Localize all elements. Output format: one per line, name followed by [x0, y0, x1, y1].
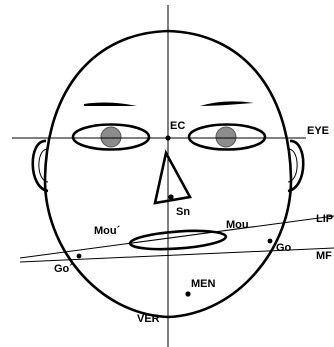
go-left-point — [77, 254, 82, 259]
sn-point — [168, 194, 173, 199]
label-lip: LIP — [316, 213, 333, 225]
mouth — [130, 228, 227, 252]
go-right-point — [268, 239, 273, 244]
label-go-left: Go´ — [54, 263, 73, 275]
label-go-right: Go — [276, 242, 292, 254]
label-sn: Sn — [176, 206, 190, 218]
left-eye — [73, 125, 149, 150]
men-point — [185, 291, 190, 296]
label-mou-right: Mou — [226, 219, 249, 231]
label-eye: EYE — [307, 125, 329, 137]
left-eyebrow — [84, 103, 137, 106]
label-ver: VER — [137, 313, 160, 325]
ec-point — [165, 135, 170, 140]
label-ec: EC — [170, 120, 185, 132]
right-eye — [189, 125, 265, 150]
label-men: MEN — [191, 278, 216, 290]
right-eyebrow — [200, 101, 254, 106]
label-mf: MF — [316, 250, 332, 262]
label-mou-left: Mou´ — [94, 225, 121, 237]
